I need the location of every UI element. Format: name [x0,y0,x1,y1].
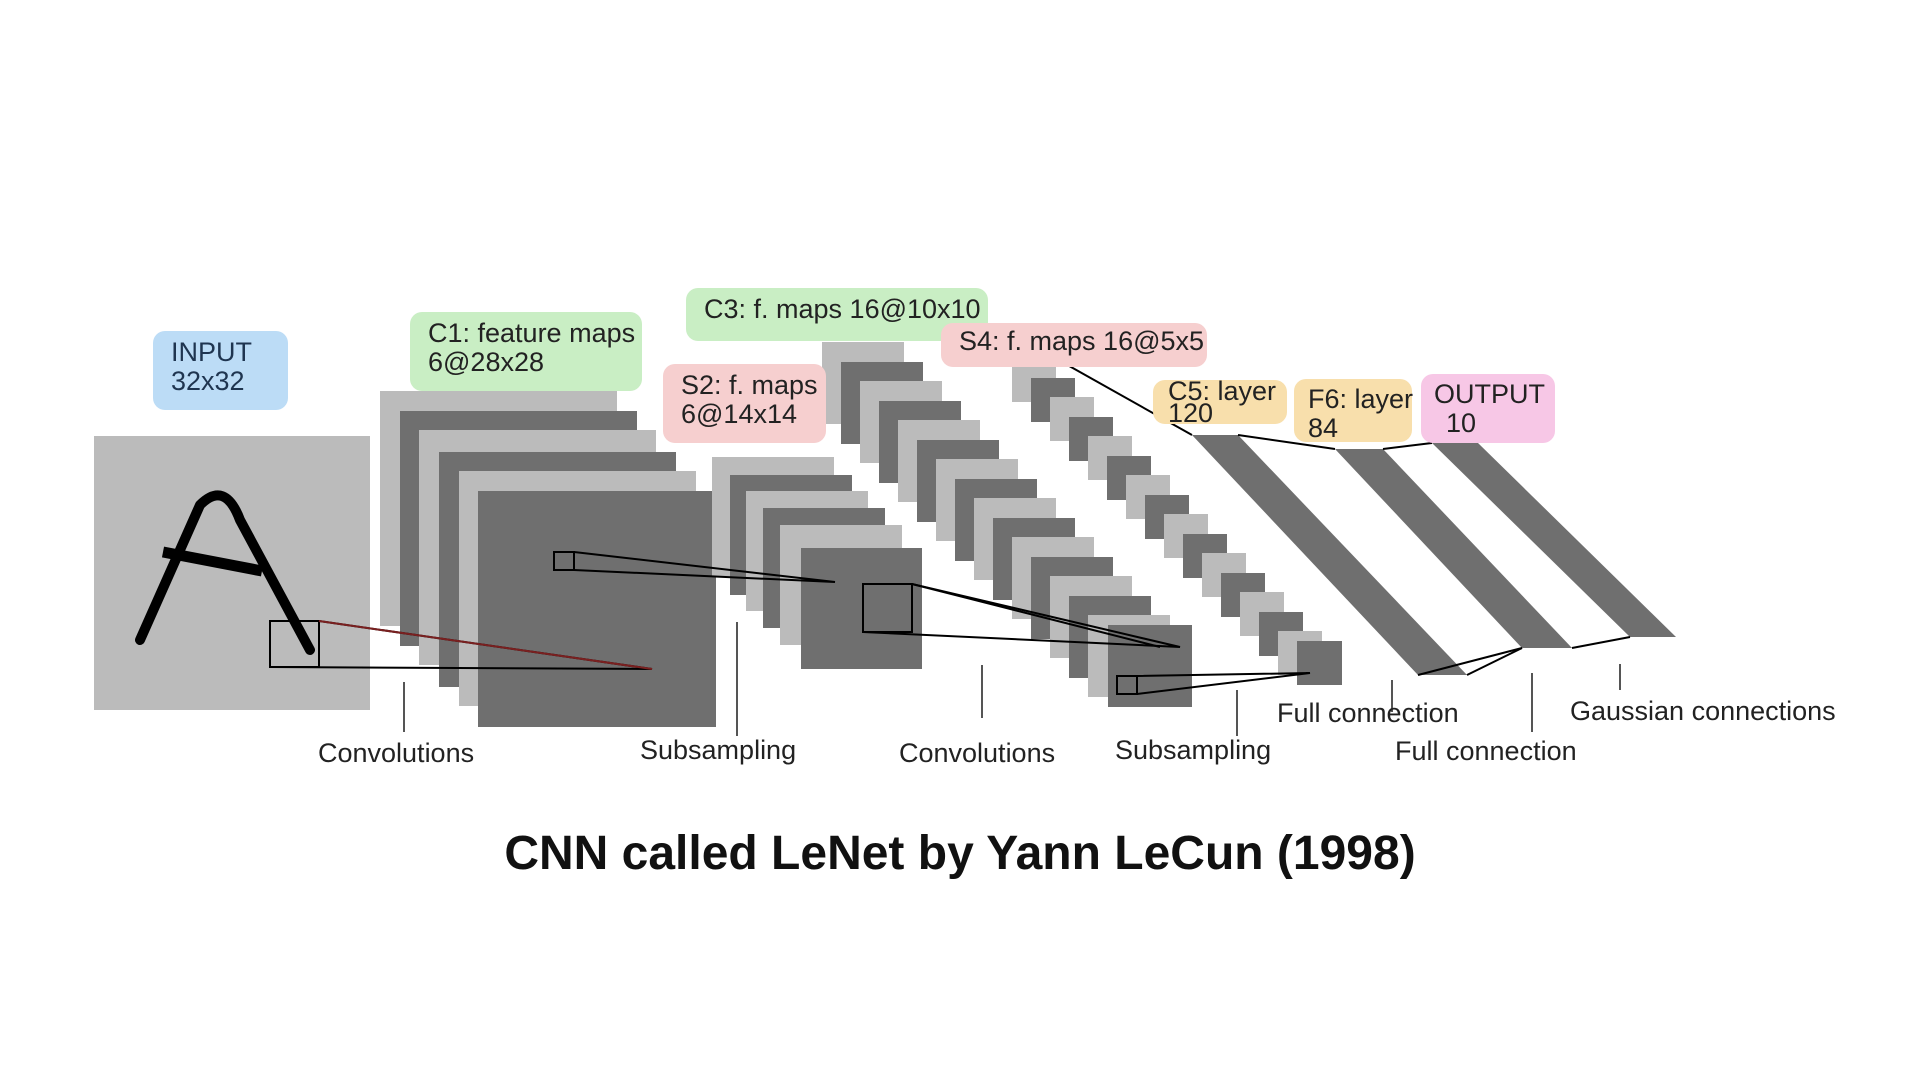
input-image [94,436,370,710]
c5-layer-band [1192,435,1467,675]
input-layer-tag: INPUT 32x32 [153,331,288,410]
conv2-label: Convolutions [899,738,1056,768]
input-layer-name: INPUT [171,337,252,367]
s2-feature-maps [712,457,922,669]
output-layer-size: 10 [1446,408,1477,438]
c5-layer-name: C5: layer [1168,376,1277,406]
c1-layer-tag: C1: feature maps 6@28x28 [410,312,642,391]
s4-feature-maps [1012,358,1342,685]
f6-layer-size: 84 [1308,413,1339,443]
c5-layer-tag: C5: layer 120 [1153,376,1287,428]
s2-layer-name: S2: f. maps [681,370,818,400]
sub1-label: Subsampling [640,735,797,765]
handwritten-a-glyph [135,490,315,655]
f6-layer-tag: F6: layer 84 [1294,379,1414,443]
full1-label: Full connection [1277,698,1459,728]
output-layer-name: OUTPUT [1434,379,1545,409]
input-layer-size: 32x32 [171,366,245,396]
c5-layer-size: 120 [1168,398,1214,428]
s4-layer-tag: S4: f. maps 16@5x5 [941,323,1207,367]
output-layer-tag: OUTPUT 10 [1421,374,1555,443]
c1-feature-maps [380,391,716,727]
c3-layer-name: C3: f. maps 16@10x10 [704,294,981,324]
c1-layer-name: C1: feature maps [428,318,636,348]
s2-layer-size: 6@14x14 [681,399,797,429]
c3-layer-tag: C3: f. maps 16@10x10 [686,288,988,341]
output-layer-band [1432,443,1676,637]
conv1-label: Convolutions [318,738,475,768]
f6-layer-band [1335,449,1572,648]
diagram-title: CNN called LeNet by Yann LeCun (1998) [504,827,1416,880]
handwritten-a-crossbar [161,546,264,577]
operation-tick-marks [403,622,1621,736]
s2-layer-tag: S2: f. maps 6@14x14 [663,364,826,443]
sub2-label: Subsampling [1115,735,1272,765]
gauss-label: Gaussian connections [1570,696,1836,726]
receptive-field-lines [269,357,1631,695]
c3-feature-maps [822,342,1192,707]
f6-layer-name: F6: layer [1308,384,1414,414]
s4-layer-name: S4: f. maps 16@5x5 [959,326,1205,356]
c1-layer-size: 6@28x28 [428,347,544,377]
full2-label: Full connection [1395,736,1577,766]
